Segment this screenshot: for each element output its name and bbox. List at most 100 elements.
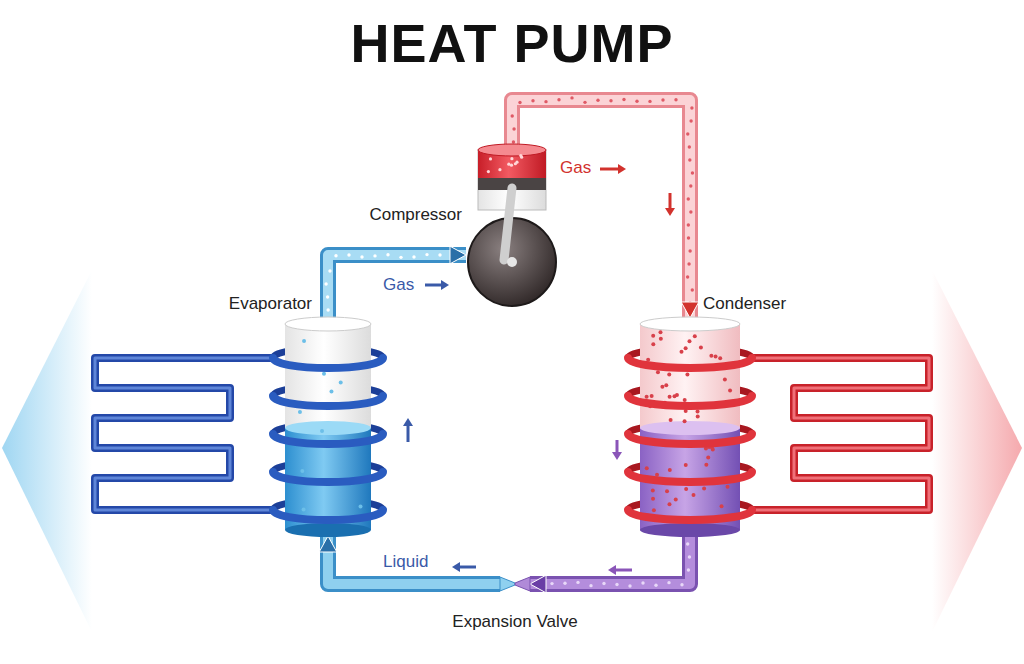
pipe-label: Gas (560, 158, 591, 178)
refrigerant-bubble (298, 410, 302, 414)
gas-bubble (686, 132, 689, 135)
valve-outlet (500, 577, 515, 591)
gas-bubble (691, 288, 694, 291)
gas-bubble (334, 254, 337, 257)
refrigerant-bubble (723, 378, 727, 382)
refrigerant-bubble (696, 409, 700, 413)
gas-bubble (691, 171, 694, 174)
gas-bubble (531, 99, 534, 102)
refrigerant-bubble (656, 370, 660, 374)
arrow-shaft (616, 569, 632, 572)
tank-bottom (285, 523, 371, 537)
gas-bubble (583, 101, 586, 104)
refrigerant-bubble (669, 418, 673, 422)
arrow-shaft (616, 440, 619, 452)
gas-bubble (635, 100, 638, 103)
refrigerant-bubble (651, 342, 655, 346)
refrigerant-bubble (651, 489, 655, 493)
refrigerant-bubble (302, 507, 306, 511)
gas-bubble (648, 100, 651, 103)
refrigerant-bubble (668, 468, 672, 472)
gas-bubble (489, 157, 492, 160)
refrigerant-bubble (696, 414, 700, 418)
liquid-surface (640, 421, 740, 435)
refrigerant-bubble (728, 388, 732, 392)
coil-highlight (751, 358, 929, 510)
refrigerant-pipe (319, 536, 500, 584)
arrow-shaft (425, 284, 441, 287)
arrow-head (530, 575, 546, 593)
refrigerant-bubble (339, 381, 343, 385)
coil-highlight (95, 358, 273, 510)
gas-bubble (518, 101, 521, 104)
arrow-head (665, 208, 675, 216)
gas-bubble (654, 583, 657, 586)
part-outline (466, 150, 558, 308)
valve-inlet (515, 577, 530, 591)
refrigerant-bubble (659, 337, 663, 341)
arrow-head (608, 565, 616, 575)
part-outline (500, 576, 530, 592)
part-label: Evaporator (229, 294, 312, 314)
refrigerant-bubble (322, 372, 326, 376)
refrigerant-bubble (645, 395, 649, 399)
refrigerant-bubble (693, 334, 697, 338)
gas-bubble (689, 119, 692, 122)
gas-bubble (687, 262, 690, 265)
refrigerant-bubble (664, 383, 668, 387)
heat-exchanger-coil (751, 358, 929, 510)
refrigerant-bubble (645, 466, 649, 470)
flow-arrow (665, 193, 675, 216)
gas-bubble (641, 581, 644, 584)
gas-bubble (687, 223, 690, 226)
gas-bubble (602, 582, 605, 585)
coil-front (273, 434, 383, 444)
refrigerant-bubble (658, 330, 662, 334)
refrigerant-bubble (683, 419, 687, 423)
refrigerant-bubble (714, 355, 718, 359)
arrow-head (612, 452, 622, 460)
gas-bubble (589, 584, 592, 587)
crank-pin (507, 257, 517, 267)
gas-bubble (622, 98, 625, 101)
gas-bubble (557, 98, 560, 101)
cold-air-arrow (2, 270, 92, 632)
gas-bubble (674, 98, 677, 101)
warm-air-arrow (932, 270, 1022, 632)
gas-bubble (687, 236, 690, 239)
refrigerant-bubble (699, 346, 703, 350)
refrigerant-bubble (674, 497, 678, 501)
gas-bubble (507, 163, 510, 166)
gas-bubble (628, 584, 631, 587)
gas-bubble (512, 127, 515, 130)
gas-bubble (570, 96, 573, 99)
tank-top (640, 317, 740, 331)
arrow-head (681, 302, 699, 318)
gas-bubble (680, 583, 683, 586)
gas-bubble (609, 99, 612, 102)
gas-bubble (687, 568, 690, 571)
part-outline (640, 318, 740, 536)
pipe-label: Gas (383, 275, 414, 295)
crank-case (468, 218, 556, 306)
coil-front (273, 472, 383, 482)
refrigerant-bubble (665, 489, 669, 493)
flow-arrow (612, 440, 622, 460)
refrigerant-pipe (530, 536, 691, 593)
part-label: Condenser (703, 294, 786, 314)
liquid-surface (285, 421, 371, 435)
arrow-shaft (460, 566, 476, 569)
gas-bubble (596, 99, 599, 102)
refrigerant-bubble (655, 473, 659, 477)
arrow-head (441, 280, 449, 290)
refrigerant-bubble (672, 394, 676, 398)
refrigerant-bubble (300, 469, 304, 473)
refrigerant-bubble (687, 339, 691, 343)
gas-bubble (347, 253, 350, 256)
refrigerant-bubble (358, 505, 362, 509)
gas-bubble (661, 98, 664, 101)
gas-bubble (544, 100, 547, 103)
refrigerant-bubble (684, 487, 688, 491)
coil-front (628, 396, 752, 406)
